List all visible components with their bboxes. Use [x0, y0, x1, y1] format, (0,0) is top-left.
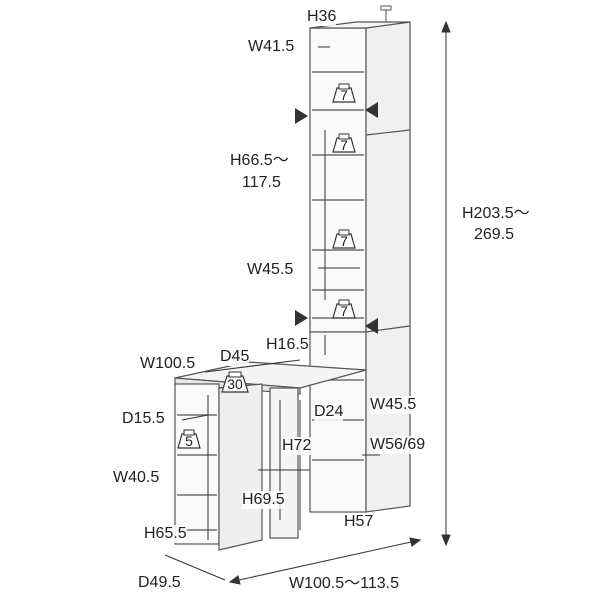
dim-h203-line2: 269.5 — [474, 226, 515, 244]
dim-d15-5: D15.5 — [122, 410, 165, 428]
dim-w100-5-113-5: W100.5～113.5 — [289, 575, 399, 593]
weight-badge-side: 5 — [177, 429, 201, 449]
dim-h203-line1: H203.5～ — [462, 205, 530, 223]
dim-h69-5: H69.5 — [242, 491, 285, 509]
pointer-right-upper — [365, 102, 378, 118]
svg-text:7: 7 — [340, 137, 348, 153]
svg-text:5: 5 — [185, 433, 193, 449]
weight-badge-shelf4: 7 — [332, 299, 356, 319]
dim-w45-5-upper: W45.5 — [247, 261, 294, 279]
dim-h66-5-line2: 117.5 — [242, 174, 281, 192]
dim-h16-5: H16.5 — [266, 336, 309, 354]
weight-badge-shelf1: 7 — [332, 83, 356, 103]
weight-badge-shelf2: 7 — [332, 133, 356, 153]
weight-badge-shelf3: 7 — [332, 229, 356, 249]
dim-w100-5-desk: W100.5 — [140, 355, 196, 373]
dim-h65-5: H65.5 — [144, 525, 187, 543]
pointer-left-upper — [295, 108, 308, 124]
weight-badge-desk: 30 — [221, 371, 249, 393]
svg-text:7: 7 — [340, 87, 348, 103]
dim-h36: H36 — [307, 8, 337, 26]
pointer-right-lower — [365, 318, 378, 334]
pointer-left-lower — [295, 310, 308, 326]
svg-text:30: 30 — [227, 376, 243, 392]
svg-text:7: 7 — [340, 233, 348, 249]
dim-w41-5: W41.5 — [248, 38, 295, 56]
dim-h57: H57 — [344, 513, 374, 531]
svg-text:7: 7 — [340, 303, 348, 319]
dim-w56-69: W56/69 — [370, 436, 426, 454]
dim-w45-5-lower: W45.5 — [370, 396, 417, 414]
dim-w40-5: W40.5 — [113, 469, 160, 487]
dim-d49-5: D49.5 — [138, 574, 181, 592]
dim-h66-5-line1: H66.5～ — [230, 152, 289, 170]
dim-d24: D24 — [314, 403, 344, 421]
dim-d45: D45 — [220, 348, 250, 366]
top-knob — [380, 5, 392, 22]
dim-h72: H72 — [282, 437, 312, 455]
